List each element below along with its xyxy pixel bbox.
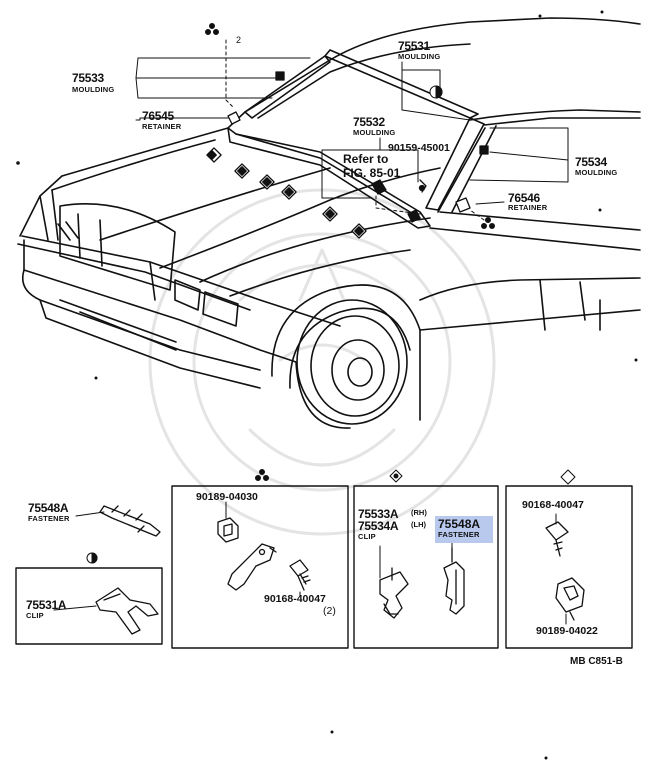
- callout-76546-number: 76546: [508, 191, 540, 205]
- box-75531a-name: CLIP: [26, 611, 44, 620]
- refer-to-figure: FIG. 85-01: [343, 166, 401, 180]
- box-90168-40047-qty: (2): [323, 605, 336, 617]
- leader-lines: [135, 39, 569, 221]
- callout-75531-number: 75531: [398, 39, 430, 53]
- callout-75533-number: 75533: [72, 71, 104, 85]
- watermark-emblem: [148, 188, 496, 536]
- callout-76545-name: RETAINER: [142, 122, 182, 131]
- box-leaders: [53, 501, 567, 625]
- callout-75531-name: MOULDING: [398, 52, 441, 61]
- selected-part-75548a-name: FASTENER: [438, 530, 480, 539]
- refer-to-line1: Refer to: [343, 152, 389, 166]
- callout-75532-name: MOULDING: [353, 128, 396, 137]
- callout-90159-45001: 90159-45001: [388, 142, 450, 154]
- figure-code: MB C851-B: [570, 656, 623, 667]
- part-sketches: [95, 505, 585, 635]
- callout-75532-number: 75532: [353, 115, 385, 129]
- box-75533a-number[interactable]: 75533A: [358, 507, 399, 521]
- car-body: [17, 17, 641, 429]
- callout-76545-number: 76545: [142, 109, 174, 123]
- box-75534a-number[interactable]: 75534A: [358, 519, 399, 533]
- selected-part-75548a-number: 75548A: [438, 517, 481, 531]
- box-90168-40047[interactable]: 90168-40047: [264, 593, 326, 605]
- box-75531a-number[interactable]: 75531A: [26, 598, 67, 612]
- box-90189-04022[interactable]: 90189-04022: [536, 625, 598, 637]
- selected-part-75548a[interactable]: 75548A FASTENER: [435, 516, 493, 543]
- box-75548a-left-number[interactable]: 75548A: [28, 501, 69, 515]
- clip-markers: [206, 71, 489, 239]
- box-90168-40047-right[interactable]: 90168-40047: [522, 499, 584, 511]
- box-90189-04030[interactable]: 90189-04030: [196, 491, 258, 503]
- box-75534a-side: (LH): [411, 520, 426, 529]
- box-75548a-left-name: FASTENER: [28, 514, 70, 523]
- box-75534a-name: CLIP: [358, 532, 376, 541]
- callout-75534-name: MOULDING: [575, 168, 618, 177]
- callout-76546-name: RETAINER: [508, 203, 548, 212]
- detail-boxes: [15, 485, 633, 649]
- windshield-mouldings: [227, 49, 485, 229]
- callout-75534-number: 75534: [575, 155, 607, 169]
- box-75533a-side: (RH): [411, 508, 427, 517]
- callout-75533-name: MOULDING: [72, 85, 115, 94]
- small-mark: 2: [236, 35, 242, 45]
- position-symbols: [16, 10, 638, 760]
